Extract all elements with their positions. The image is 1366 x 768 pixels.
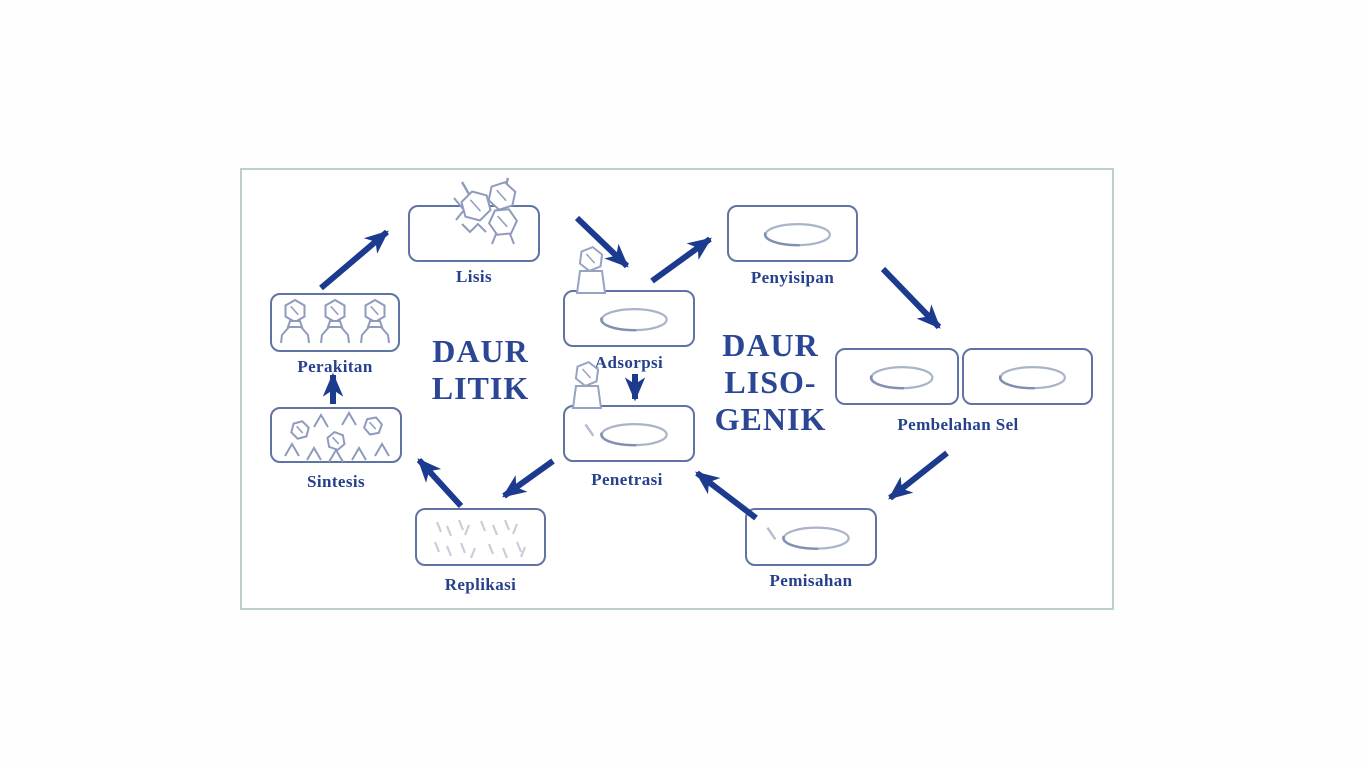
title-line: LITIK bbox=[431, 370, 530, 406]
title-line: LISO- bbox=[724, 364, 817, 400]
cycle-title-lisogenik: DAUR LISO- GENIK bbox=[688, 327, 853, 438]
cycle-title-litik: DAUR LITIK bbox=[398, 333, 563, 407]
title-line: GENIK bbox=[714, 401, 827, 437]
diagram-frame bbox=[240, 168, 1114, 610]
title-line: DAUR bbox=[722, 327, 819, 363]
title-line: DAUR bbox=[432, 333, 529, 369]
